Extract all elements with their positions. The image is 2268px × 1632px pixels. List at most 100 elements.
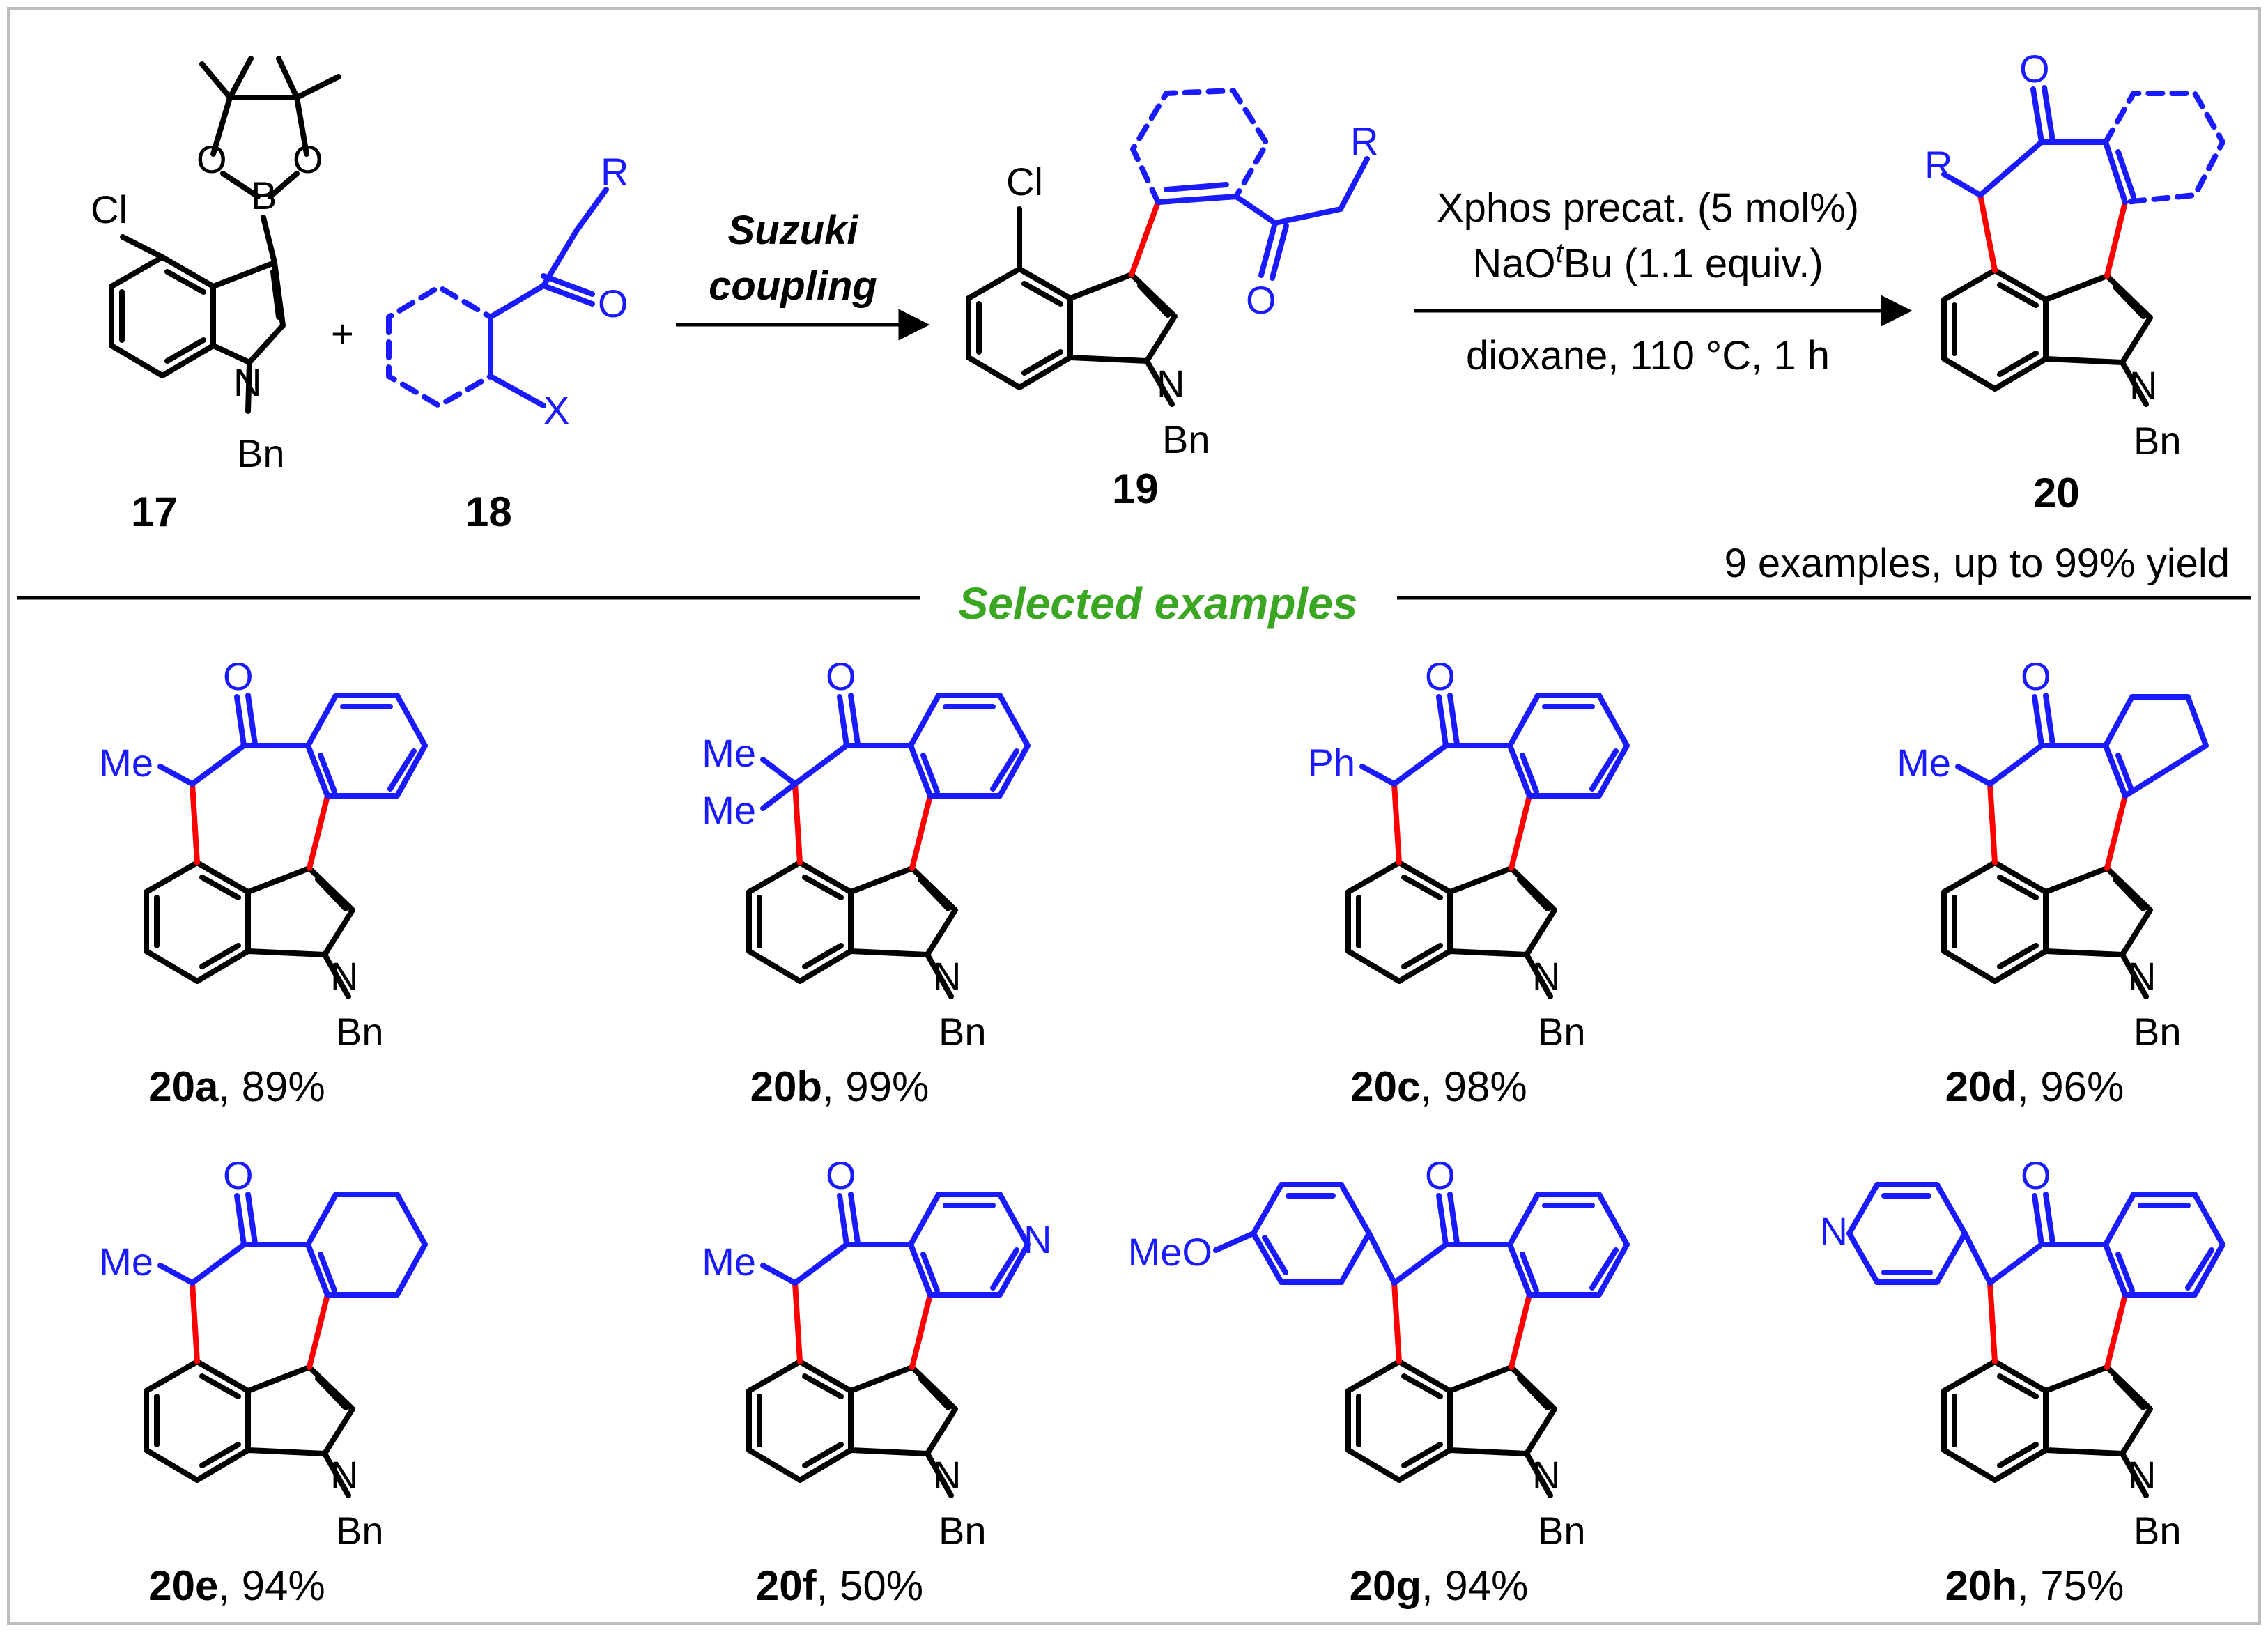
- double-bond: [315, 877, 348, 911]
- pyrrole-ring: [2044, 1364, 2153, 1456]
- compound-18-x: X: [543, 388, 569, 432]
- double-bond: [1401, 1373, 1443, 1399]
- arrow1-line2: coupling: [709, 263, 877, 309]
- new-bond-c4: [190, 1280, 200, 1364]
- aryl-ring: [908, 693, 1031, 799]
- yield: , 89%: [218, 1063, 325, 1110]
- carbonyl-bond-2: [2043, 1192, 2055, 1246]
- aryl-double-bond: [920, 753, 940, 794]
- new-bond-c3: [909, 1292, 933, 1370]
- substituent-label: Ph: [1308, 741, 1356, 785]
- outer-frame: [7, 7, 2261, 1625]
- indole-n: N: [330, 954, 358, 998]
- carbonyl-o: O: [1425, 1153, 1456, 1197]
- cyclopentene-ring: [2103, 694, 2209, 799]
- compound-17-b: B: [251, 174, 277, 217]
- cyclohexene-ring: [305, 1192, 428, 1298]
- new-bond-c3: [1509, 793, 1532, 871]
- carbonyl-bond: [234, 1193, 247, 1247]
- pyrrole-ring: [247, 865, 355, 957]
- compound-20-label: 20: [2033, 470, 2080, 516]
- aryl-double-bond-right: [387, 748, 417, 792]
- substituent-bond: [1955, 764, 1993, 787]
- carbonyl-bond: [2032, 1193, 2044, 1247]
- aryl-double-bond-right: [990, 748, 1019, 792]
- compound-18-o: O: [598, 282, 628, 325]
- pyrrole-ring: [849, 1364, 958, 1456]
- indole-n: N: [330, 1453, 358, 1497]
- carbonyl-o: O: [223, 1153, 254, 1197]
- compound-id: 20d: [1945, 1063, 2017, 1110]
- example-caption: 20f, 50%: [756, 1562, 923, 1609]
- double-bond: [199, 943, 241, 969]
- double-bond: [199, 1442, 241, 1468]
- indole-n: N: [933, 954, 961, 998]
- carbonyl-o: O: [1425, 654, 1456, 698]
- n-bn-bond: [2120, 952, 2149, 999]
- carbonyl-bond-2: [245, 693, 258, 747]
- compound-id: 20b: [750, 1063, 822, 1110]
- aryl-double-bond: [920, 1252, 940, 1293]
- plus-sign: +: [331, 311, 354, 355]
- benzyl-label: Bn: [336, 1010, 384, 1054]
- n-bn-bond: [1524, 952, 1553, 999]
- new-bond-c3: [307, 793, 330, 871]
- alpha-carbon-bond: [1391, 743, 1449, 787]
- aryl-double-bond: [1520, 753, 1539, 794]
- example-caption: 20a, 89%: [148, 1063, 325, 1110]
- substituent-label: Me: [702, 1240, 756, 1284]
- compound-19-o: O: [1246, 278, 1276, 322]
- indole-n: N: [1532, 1453, 1560, 1497]
- double-bond: [1997, 875, 2039, 900]
- carbonyl-bond-2: [848, 1192, 861, 1246]
- n-bn-bond: [322, 1451, 351, 1498]
- section-title: Selected examples: [959, 578, 1358, 629]
- benzyl-label: Bn: [2134, 1509, 2182, 1553]
- carbonyl-bond-2: [1447, 1192, 1460, 1246]
- compound-id: 20f: [756, 1562, 817, 1609]
- new-bond-c4: [1391, 781, 1402, 865]
- alpha-carbon-bond: [1391, 1242, 1449, 1286]
- pyridine-n: N: [1820, 1209, 1848, 1253]
- n-bn-bond: [2120, 1451, 2149, 1498]
- carbonyl-o: O: [2021, 654, 2051, 698]
- indole-n: N: [933, 1453, 961, 1497]
- carbonyl-bond-2: [2043, 693, 2055, 747]
- benzene-ring: [1345, 1359, 1453, 1483]
- carbonyl-bond: [1436, 1193, 1449, 1247]
- double-bond: [1997, 1442, 2039, 1468]
- new-bond-c3: [2104, 793, 2128, 871]
- aryl-double-bond-right: [1589, 1247, 1619, 1291]
- carbonyl-o: O: [826, 654, 856, 698]
- aryl-double-bond-right: [2185, 1247, 2214, 1291]
- alpha-carbon-bond: [190, 743, 247, 787]
- example-caption: 20h, 75%: [1945, 1562, 2124, 1609]
- methyl-label-2: Me: [702, 788, 756, 832]
- yield: , 99%: [822, 1063, 929, 1110]
- new-bond-c3: [307, 1292, 330, 1370]
- pyrrole-ring: [2044, 865, 2153, 957]
- new-bond-c3: [2104, 1292, 2128, 1370]
- compound-19-n: N: [1157, 362, 1185, 406]
- methoxy-label: MeO: [1128, 1230, 1212, 1274]
- methyl-label: Me: [702, 731, 756, 775]
- carbonyl-bond-2: [1447, 693, 1460, 747]
- compound-19: [966, 88, 1370, 407]
- compound-20: [1941, 85, 2225, 407]
- alpha-carbon-bond: [792, 1242, 849, 1286]
- alpha-carbon-bond: [792, 743, 849, 787]
- methoxy-bond: [1213, 1231, 1256, 1253]
- carbonyl-bond: [1436, 694, 1449, 748]
- new-bond-c3: [1509, 1292, 1532, 1370]
- new-bond-c4: [792, 1280, 803, 1364]
- pyridine-ring: [1846, 1182, 1968, 1285]
- n-bn-bond: [925, 1451, 954, 1498]
